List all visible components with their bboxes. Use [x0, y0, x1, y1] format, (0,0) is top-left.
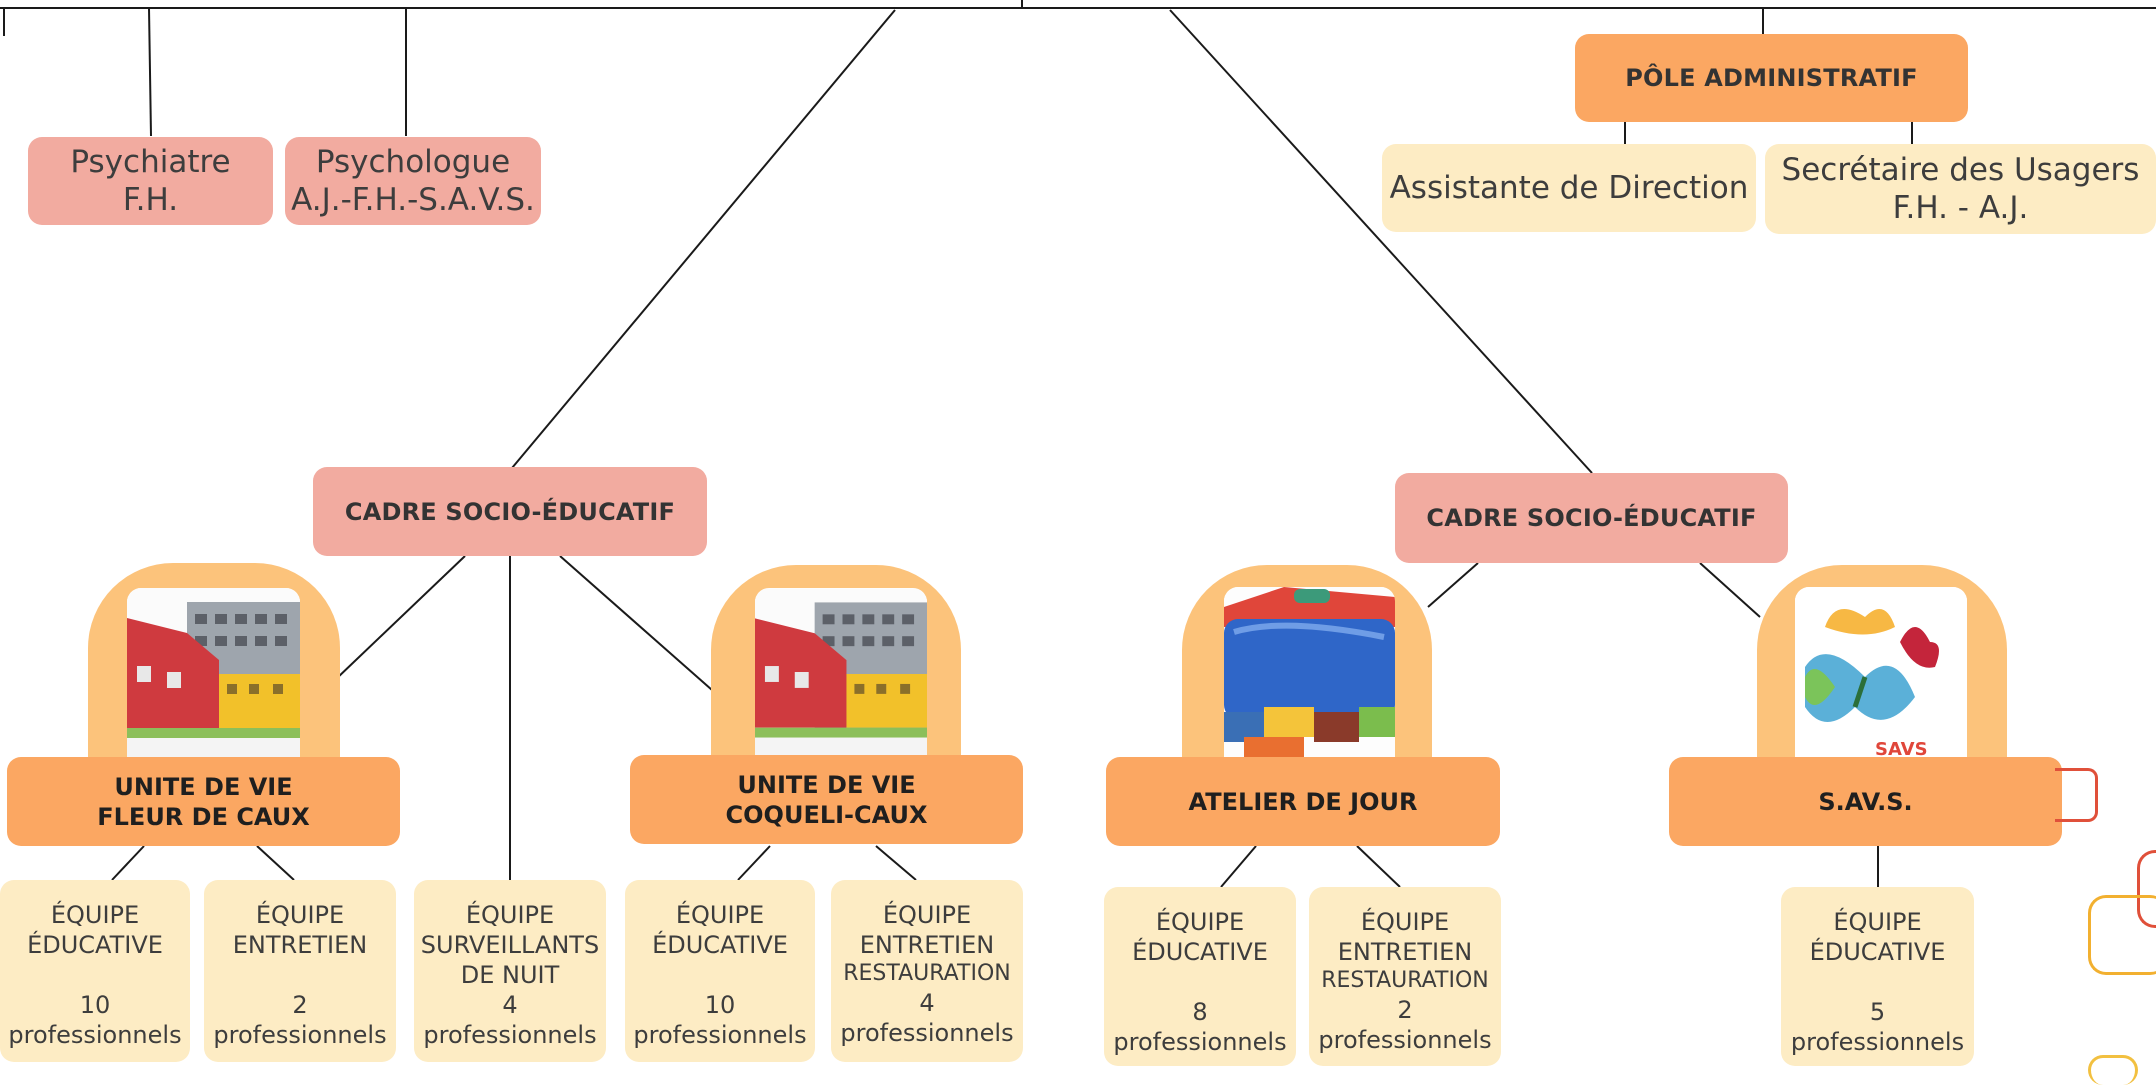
unite-coqueli-caux: UNITE DE VIE COQUELI-CAUX	[630, 755, 1023, 844]
savs-butterflies-icon: SAVS	[1795, 587, 1967, 758]
team-count: 4	[919, 988, 935, 1017]
team-label-1: ÉQUIPE	[255, 901, 345, 929]
savs-unit: S.AV.S.	[1669, 757, 2062, 846]
team-surveillants-nuit: ÉQUIPE SURVEILLANTS DE NUIT 4 profession…	[414, 880, 606, 1062]
cadre-socio-educatif-right: CADRE SOCIO-ÉDUCATIF	[1395, 473, 1788, 563]
cadre-left-label: CADRE SOCIO-ÉDUCATIF	[344, 497, 676, 526]
coqueli-building-icon	[755, 588, 927, 758]
psychologue-title: Psychologue	[315, 143, 511, 180]
team-count: 10	[79, 991, 111, 1019]
team-fleur-educative: ÉQUIPE ÉDUCATIVE 10 professionnels	[0, 880, 190, 1062]
team-label-3: RESTAURATION	[843, 961, 1011, 986]
unite-fleur-de-caux: UNITE DE VIE FLEUR DE CAUX	[7, 757, 400, 846]
team-unit: professionnels	[1318, 1025, 1492, 1054]
team-coqueli-educative: ÉQUIPE ÉDUCATIVE 10 professionnels	[625, 880, 815, 1062]
atelier-label: ATELIER DE JOUR	[1188, 787, 1418, 816]
secretaire-usagers-title: Secrétaire des Usagers	[1781, 151, 2140, 188]
team-label-2: SURVEILLANTS	[420, 931, 600, 959]
savs-label: S.AV.S.	[1818, 787, 1913, 816]
team-label-1: ÉQUIPE	[675, 901, 765, 929]
team-savs-educative: ÉQUIPE ÉDUCATIVE 5 professionnels	[1781, 887, 1974, 1066]
decorative-outline-orange	[2088, 895, 2156, 975]
team-count: 4	[502, 991, 518, 1019]
fleur-line1: UNITE DE VIE	[114, 772, 293, 801]
team-label-1: ÉQUIPE	[50, 901, 140, 929]
psychiatre-title: Psychiatre	[70, 143, 231, 180]
team-atelier-educative: ÉQUIPE ÉDUCATIVE 8 professionnels	[1104, 887, 1296, 1066]
decorative-outline-yellow	[2088, 1055, 2138, 1085]
team-unit: professionnels	[213, 1021, 387, 1049]
team-unit: professionnels	[423, 1021, 597, 1049]
team-label-2: ÉDUCATIVE	[1132, 938, 1268, 966]
team-unit: professionnels	[633, 1021, 807, 1049]
team-label-3: RESTAURATION	[1321, 968, 1489, 993]
team-unit: professionnels	[840, 1018, 1014, 1047]
svg-text:SAVS: SAVS	[1875, 739, 1928, 758]
coqueli-line1: UNITE DE VIE	[737, 770, 916, 799]
team-label-1: ÉQUIPE	[1360, 908, 1450, 936]
psychiatre-box: Psychiatre F.H.	[28, 137, 273, 225]
cadre-socio-educatif-left: CADRE SOCIO-ÉDUCATIF	[313, 467, 707, 556]
team-label-1: ÉQUIPE	[1155, 908, 1245, 936]
assistante-direction-box: Assistante de Direction	[1382, 144, 1756, 232]
team-count: 2	[1397, 995, 1413, 1024]
team-label-2: ENTRETIEN	[1337, 938, 1473, 966]
atelier-de-jour: ATELIER DE JOUR	[1106, 757, 1500, 846]
team-fleur-entretien: ÉQUIPE ENTRETIEN 2 professionnels	[204, 880, 396, 1062]
team-label-2: ÉDUCATIVE	[652, 931, 788, 959]
psychologue-site: A.J.-F.H.-S.A.V.S.	[291, 182, 535, 218]
team-label-2: ÉDUCATIVE	[1809, 938, 1946, 966]
pole-administratif-label: PÔLE ADMINISTRATIF	[1625, 64, 1918, 92]
team-count: 8	[1192, 998, 1208, 1026]
team-label-1: ÉQUIPE	[465, 901, 555, 929]
pole-administratif-box: PÔLE ADMINISTRATIF	[1575, 34, 1968, 122]
secretaire-usagers-site: F.H. - A.J.	[1892, 190, 2029, 226]
team-unit: professionnels	[1790, 1028, 1965, 1056]
team-unit: professionnels	[8, 1021, 182, 1049]
fleur-line2: FLEUR DE CAUX	[97, 802, 310, 831]
team-label-1: ÉQUIPE	[1833, 908, 1922, 936]
team-unit: professionnels	[1113, 1028, 1287, 1056]
fleur-building-icon	[127, 588, 300, 758]
team-label-2: ENTRETIEN	[859, 931, 995, 959]
decorative-outline-red-top	[2055, 768, 2098, 822]
psychiatre-site: F.H.	[122, 182, 179, 218]
assistante-direction-label: Assistante de Direction	[1389, 169, 1749, 206]
team-count: 5	[1869, 998, 1886, 1026]
team-label-2: ENTRETIEN	[232, 931, 368, 959]
team-label-3: DE NUIT	[460, 961, 560, 989]
secretaire-usagers-box: Secrétaire des Usagers F.H. - A.J.	[1765, 144, 2156, 234]
team-coqueli-entretien: ÉQUIPE ENTRETIEN RESTAURATION 4 professi…	[831, 880, 1023, 1062]
cadre-right-label: CADRE SOCIO-ÉDUCATIF	[1426, 504, 1757, 532]
team-label-2: ÉDUCATIVE	[27, 931, 163, 959]
team-atelier-entretien: ÉQUIPE ENTRETIEN RESTAURATION 2 professi…	[1309, 887, 1501, 1066]
team-count: 2	[292, 991, 308, 1019]
atelier-painting-icon	[1224, 587, 1395, 758]
psychologue-box: Psychologue A.J.-F.H.-S.A.V.S.	[285, 137, 541, 225]
coqueli-line2: COQUELI-CAUX	[725, 800, 928, 829]
team-count: 10	[704, 991, 736, 1019]
team-label-1: ÉQUIPE	[882, 901, 972, 929]
